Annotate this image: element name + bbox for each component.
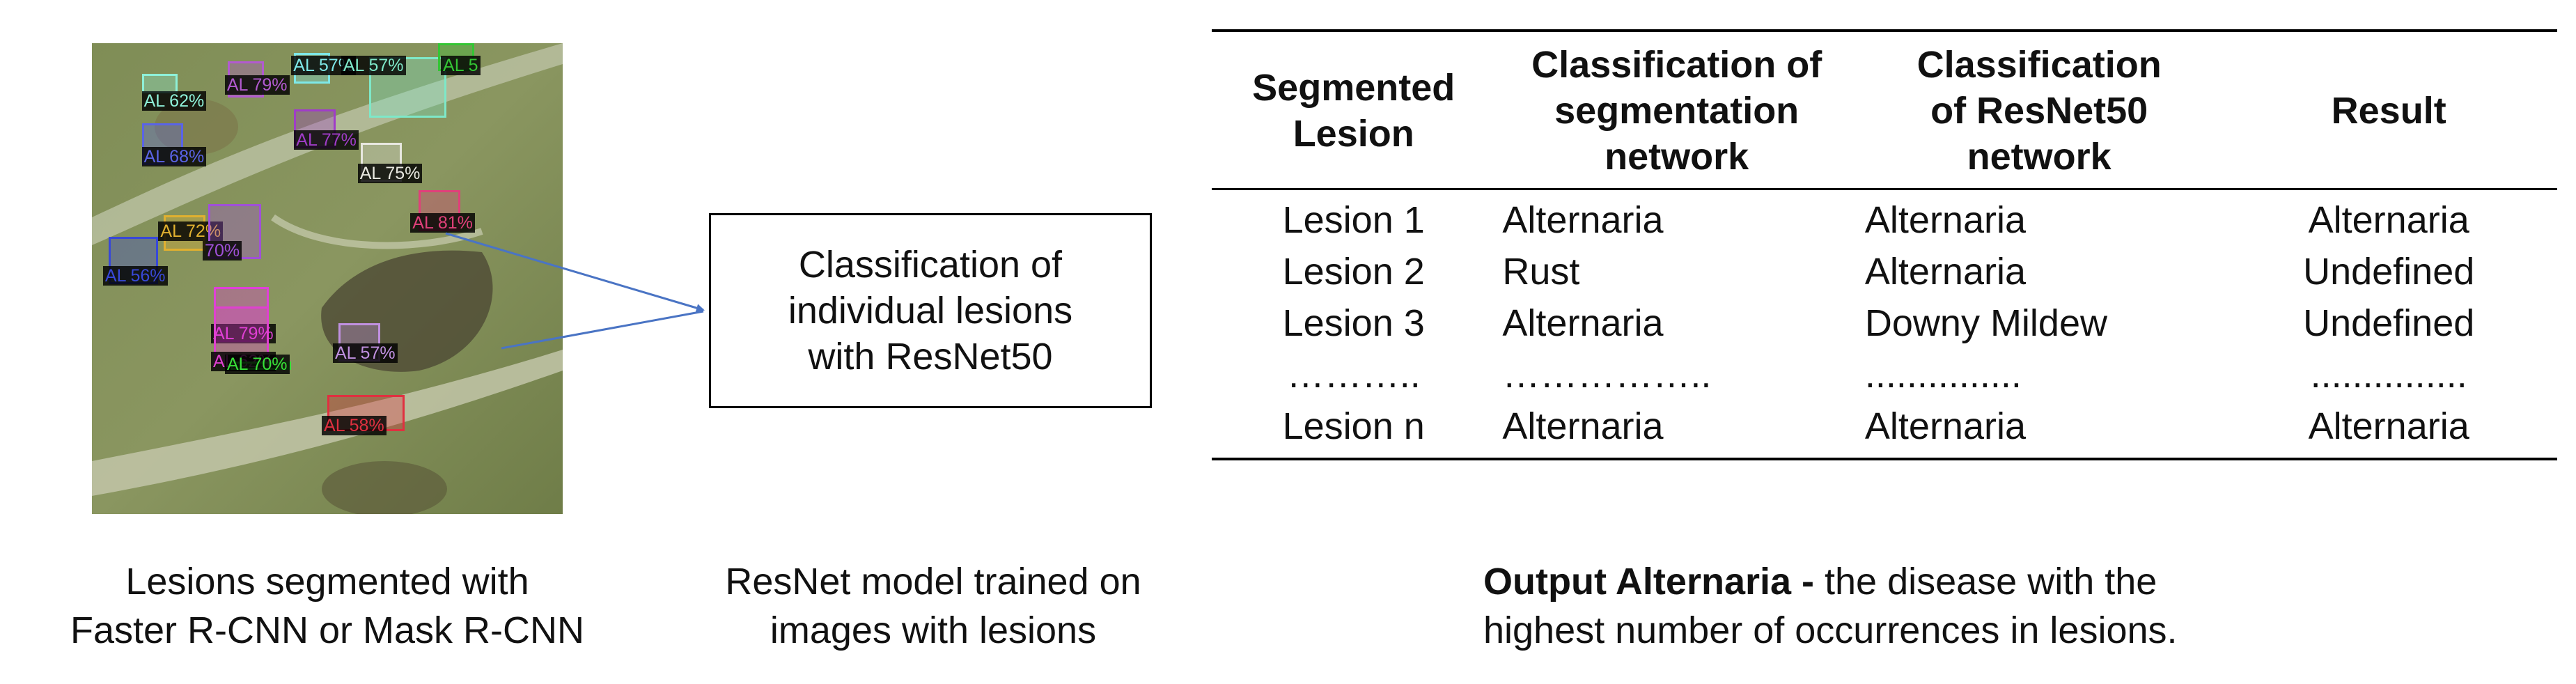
header-text: Segmented xyxy=(1252,67,1455,109)
header-resnet-classification: Classification of ResNet50 network xyxy=(1858,31,2220,189)
caption-right-line-2: highest number of occurrences in lesions… xyxy=(1483,609,2178,651)
table-cell: Alternaria xyxy=(1864,199,2026,241)
detection-label: AL 58% xyxy=(322,415,387,435)
results-table: Segmented Lesion Classification of segme… xyxy=(1212,29,2557,460)
caption-output: Output Alternaria - the disease with the… xyxy=(1483,557,2389,655)
table-cell: Lesion 1 xyxy=(1282,199,1425,241)
table-cell: Alternaria xyxy=(1864,405,2026,447)
table-row: Lesion 1 Alternaria Alternaria Alternaria xyxy=(1212,189,2557,244)
header-text: network xyxy=(1967,136,2111,178)
classification-box: Classification of individual lesions wit… xyxy=(709,213,1152,408)
table-cell: Lesion n xyxy=(1282,405,1425,447)
header-text: network xyxy=(1605,136,1749,178)
caption-right-line-1: Output Alternaria - the disease with the xyxy=(1483,557,2389,606)
table-cell: Alternaria xyxy=(2308,199,2469,241)
table-header-row: Segmented Lesion Classification of segme… xyxy=(1212,31,2557,189)
header-segmentation-classification: Classification of segmentation network xyxy=(1495,31,1857,189)
detection-label: AL 56% xyxy=(102,265,168,286)
detection-label: AL 79% xyxy=(224,75,290,95)
table-row: ……….. ……………..............................… xyxy=(1212,346,2557,398)
caption-segmentation: Lesions segmented with Faster R-CNN or M… xyxy=(42,557,613,655)
header-text: Result xyxy=(2331,90,2446,132)
header-segmented-lesion: Segmented Lesion xyxy=(1212,31,1495,189)
detection-label: AL 70% xyxy=(224,355,290,375)
classification-box-text: Classification of individual lesions wit… xyxy=(788,242,1072,380)
table-cell: ……….. xyxy=(1286,354,1421,396)
header-text: Lesion xyxy=(1293,113,1414,155)
detection-label: AL 57% xyxy=(341,55,406,75)
table-cell: Undefined xyxy=(2303,302,2475,344)
header-result: Result xyxy=(2220,31,2557,189)
table-cell: Alternaria xyxy=(1864,251,2026,293)
table-cell: Downy Mildew xyxy=(1864,302,2107,344)
caption-mid-line-2: images with lesions xyxy=(770,609,1097,651)
table-cell: Lesion 2 xyxy=(1282,251,1425,293)
header-text: segmentation xyxy=(1554,90,1800,132)
detection-label: AL 81% xyxy=(410,213,475,233)
table-cell: ............... xyxy=(1864,354,2022,396)
table-cell: Alternaria xyxy=(1502,405,1664,447)
table-cell: Lesion 3 xyxy=(1282,302,1425,344)
caption-resnet: ResNet model trained on images with lesi… xyxy=(669,557,1198,655)
table-cell: ............... xyxy=(2310,354,2467,396)
detection-box xyxy=(141,73,178,93)
classification-line-3: with ResNet50 xyxy=(808,336,1053,378)
detection-label: AL 77% xyxy=(294,130,359,150)
output-text: the disease with the xyxy=(1814,561,2157,603)
detection-label: AL 75% xyxy=(357,163,423,183)
header-text: Classification xyxy=(1917,44,2162,86)
table-cell: Rust xyxy=(1502,251,1580,293)
caption-left-line-2: Faster R-CNN or Mask R-CNN xyxy=(70,609,585,651)
detection-label: AL 5 xyxy=(441,55,481,75)
detection-box xyxy=(368,56,446,118)
detection-label: AL 72% xyxy=(158,221,224,242)
segmented-leaf-image: AL 62% AL 79% AL 57% AL 57% AL 5 AL 77% AL 68%… xyxy=(92,43,563,514)
caption-left-line-1: Lesions segmented with xyxy=(125,561,529,603)
table-cell: Alternaria xyxy=(1502,302,1664,344)
output-label: Output Alternaria - xyxy=(1483,561,1815,603)
detection-label: AL 79% xyxy=(210,324,276,344)
arrow-lower xyxy=(501,310,704,350)
table-cell: …………….. xyxy=(1502,354,1712,396)
detection-label: AL 57% xyxy=(332,343,398,364)
arrow-upper xyxy=(445,232,705,312)
detection-label: AL 68% xyxy=(141,146,207,166)
table-row: Lesion n Alternaria Alternaria Alternaria xyxy=(1212,398,2557,459)
table-cell: Undefined xyxy=(2303,251,2475,293)
table-row: Lesion 3 Alternaria Downy Mildew Undefined xyxy=(1212,295,2557,346)
header-text: of ResNet50 xyxy=(1930,90,2148,132)
classification-line-2: individual lesions xyxy=(788,290,1073,332)
header-text: Classification of xyxy=(1531,44,1822,86)
table-row: Lesion 2 Rust Alternaria Undefined xyxy=(1212,243,2557,295)
table-cell: Alternaria xyxy=(1502,199,1664,241)
caption-mid-line-1: ResNet model trained on xyxy=(725,561,1141,603)
table-cell: Alternaria xyxy=(2308,405,2469,447)
detection-label: 70% xyxy=(203,241,242,261)
classification-line-1: Classification of xyxy=(798,244,1063,286)
detection-label: AL 62% xyxy=(141,91,207,111)
